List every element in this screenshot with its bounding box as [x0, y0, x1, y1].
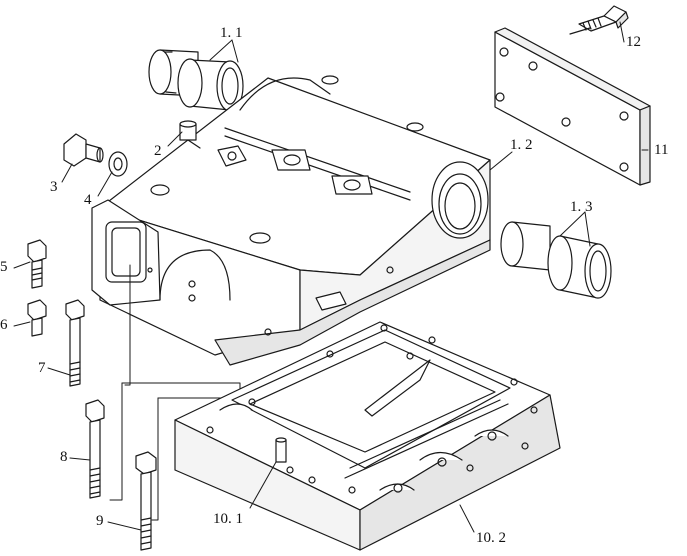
callout-5: 5 — [0, 259, 8, 275]
bolt-12 — [569, 5, 629, 35]
callout-4: 4 — [84, 192, 92, 208]
bolt-9 — [135, 451, 157, 551]
callout-11: 11 — [654, 142, 669, 158]
callout-10-1: 10. 1 — [213, 511, 243, 527]
bolt-8 — [85, 399, 105, 499]
washer-4 — [108, 151, 128, 177]
callout-7: 7 — [38, 360, 46, 376]
callout-9: 9 — [96, 513, 104, 529]
callout-1-1: 1. 1 — [220, 25, 243, 41]
bolt-7 — [65, 299, 85, 387]
bushings-1-1 — [148, 49, 244, 112]
callout-8: 8 — [60, 449, 68, 465]
cover-plate-11 — [494, 27, 651, 186]
callout-1-2: 1. 2 — [510, 137, 533, 153]
bolt-5 — [27, 239, 47, 289]
housing-1-2 — [91, 75, 491, 366]
bolt-6 — [27, 299, 47, 337]
leader-routing — [109, 264, 241, 521]
callout-12: 12 — [626, 34, 641, 50]
bushings-1-3 — [500, 221, 612, 299]
callout-2: 2 — [154, 143, 162, 159]
callout-10-2: 10. 2 — [476, 530, 506, 546]
base-10-2 — [174, 321, 561, 551]
callout-1-3: 1. 3 — [570, 199, 593, 215]
callout-6: 6 — [0, 317, 8, 333]
bolt-3 — [63, 133, 104, 167]
callout-3: 3 — [50, 179, 58, 195]
callout-leaders — [13, 21, 649, 533]
